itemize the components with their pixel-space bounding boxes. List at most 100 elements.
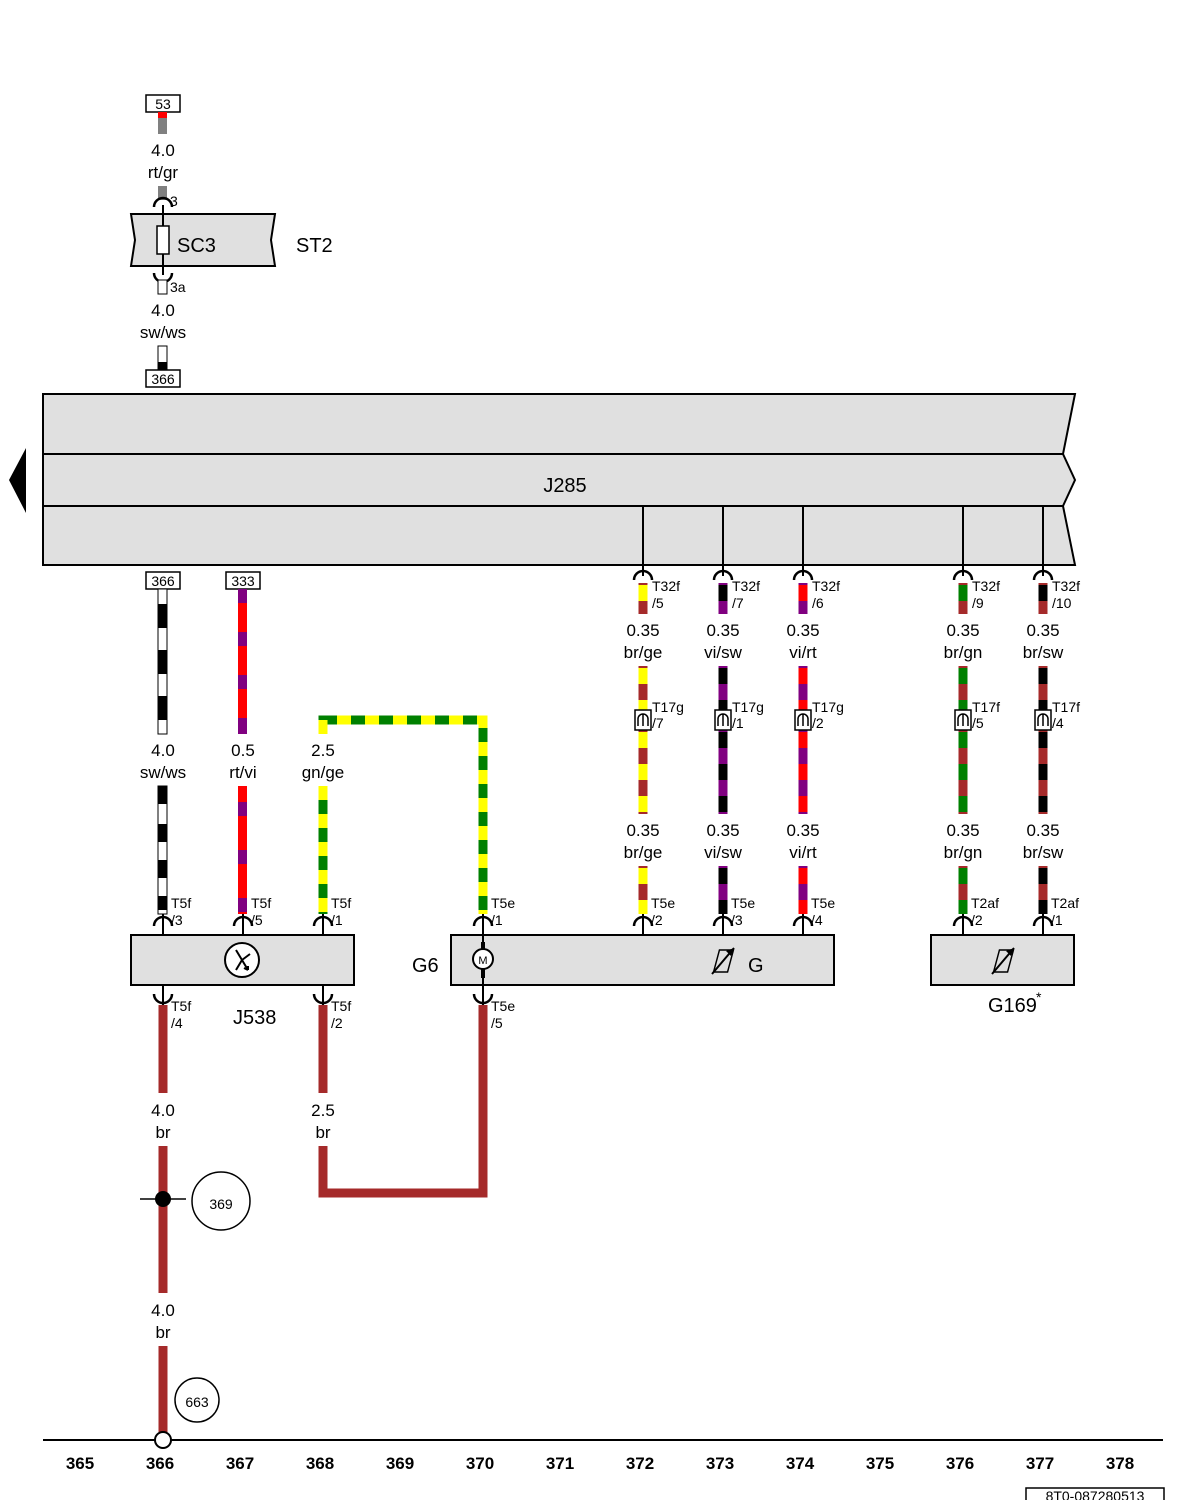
connector-label: T5f (171, 998, 191, 1014)
wire-color: br/sw (1023, 843, 1064, 862)
supply-wire-sc3: 53 4.0 rt/gr SC3 ST2 3 3a 4.0 sw/ws 366 (129, 94, 333, 388)
document-id-text: 8T0-087280513 (1046, 1488, 1145, 1500)
ref-box-366: 366 (151, 371, 175, 387)
wire-color: br/ge (624, 643, 663, 662)
connector-pin: /2 (812, 715, 824, 731)
connector-label: T17g (812, 699, 844, 715)
j285-label: J285 (543, 475, 586, 497)
wire-size: 4.0 (151, 301, 175, 320)
connector-label: T32f (652, 578, 680, 594)
wire-size: 0.35 (786, 821, 819, 840)
sender-signal-wires: T32f/50.35br/geT17g/70.35br/geT32f/70.35… (624, 506, 1080, 914)
connector-pin: /7 (732, 595, 744, 611)
connector-pin: /4 (1052, 715, 1064, 731)
wire-size: 2.5 (311, 1101, 335, 1120)
g6-label: G6 (412, 955, 439, 977)
ref-box-366: 366 (151, 573, 175, 589)
wire-color: vi/rt (789, 843, 817, 862)
ref-box-333: 333 (231, 573, 255, 589)
wire-color: gn/ge (302, 763, 345, 782)
connector-pin: /9 (972, 595, 984, 611)
ground-wires: 4.0 br 369 4.0 br 663 2.5 br (140, 1005, 488, 1432)
sc3-label: SC3 (177, 235, 216, 257)
column-number: 370 (466, 1454, 494, 1473)
connector-pin: /5 (491, 1015, 503, 1031)
connector-label: T5e (731, 895, 755, 911)
ground-ref-circle-663 (174, 1377, 220, 1423)
wire-size: 4.0 (151, 741, 175, 760)
wire-color: br/ge (624, 843, 663, 862)
wire-color: sw/ws (140, 323, 186, 342)
connector-label: T17g (652, 699, 684, 715)
connector-label: T5e (491, 895, 515, 911)
document-id: 8T0-087280513 (1025, 1487, 1165, 1500)
g169-label: G169 (988, 995, 1037, 1017)
wire-color: br/gn (944, 643, 983, 662)
inline-connector-icon (717, 713, 729, 726)
wire-color: sw/ws (140, 763, 186, 782)
connector-label: T17f (972, 699, 1000, 715)
wire-color: br (155, 1123, 170, 1142)
connector-pin: /5 (251, 912, 263, 928)
connector-pin: /2 (651, 912, 663, 928)
wire-color: br/gn (944, 843, 983, 862)
j538-label: J538 (233, 1007, 276, 1029)
connector-pin: /2 (331, 1015, 343, 1031)
connector-label: T32f (1052, 578, 1080, 594)
connector-pin: /1 (732, 715, 744, 731)
wire-size: 2.5 (311, 741, 335, 760)
column-number: 369 (386, 1454, 414, 1473)
connector-pin: /5 (972, 715, 984, 731)
connector-label: T32f (972, 578, 1000, 594)
column-number: 374 (786, 1454, 815, 1473)
wire-size: 0.35 (1026, 821, 1059, 840)
wire-color: br (155, 1323, 170, 1342)
level-sensor-icon (711, 947, 735, 975)
connector-pin: /6 (812, 595, 824, 611)
connector-label: T5e (811, 895, 835, 911)
wire-size: 0.35 (946, 621, 979, 640)
ground-ref-circle-369 (191, 1171, 251, 1231)
level-sensor-icon (991, 947, 1015, 975)
g169-note-marker: * (1036, 989, 1042, 1005)
wire-size: 0.35 (706, 821, 739, 840)
column-number: 368 (306, 1454, 334, 1473)
connector-pin: /4 (811, 912, 823, 928)
column-number: 378 (1106, 1454, 1134, 1473)
inline-connector-icon (1037, 713, 1049, 726)
j538-supply-wires: 366 333 4.0 sw/ws 0.5 rt/vi (140, 571, 488, 915)
connector-label: T17f (1052, 699, 1080, 715)
connector-pin: /5 (652, 595, 664, 611)
connector-label: T5f (331, 895, 351, 911)
connector-label: T5e (491, 998, 515, 1014)
wire-size: 0.35 (946, 821, 979, 840)
connector-pin: /3 (171, 912, 183, 928)
wire-size: 0.35 (786, 621, 819, 640)
st2-label: ST2 (296, 235, 333, 257)
fuse-icon (156, 225, 170, 255)
g169-module: G169 * T2af /2 T2af /1 (930, 895, 1079, 1017)
wire-gn-ge: 2.5 gn/ge (302, 715, 488, 914)
connector-pin: /1 (331, 912, 343, 928)
wire-size: 4.0 (151, 1301, 175, 1320)
column-number: 373 (706, 1454, 734, 1473)
ground-ref-663: 663 (185, 1394, 209, 1410)
column-number: 371 (546, 1454, 574, 1473)
connector-pin: /1 (491, 912, 503, 928)
wire-size: 4.0 (151, 141, 175, 160)
j538-module: J538 T5f /3 T5f /5 T5f /1 T5f /4 T5f /2 (130, 895, 355, 1031)
ref-box-53: 53 (155, 96, 171, 112)
fuse-pin-out: 3a (170, 279, 186, 295)
connector-label: T2af (971, 895, 999, 911)
ground-bus (43, 1431, 1163, 1449)
connector-pin: /2 (971, 912, 983, 928)
wire-size: 0.35 (626, 621, 659, 640)
column-number: 375 (866, 1454, 894, 1473)
wire-sw-ws: 4.0 sw/ws (140, 588, 186, 915)
svg-text:M: M (478, 955, 487, 967)
